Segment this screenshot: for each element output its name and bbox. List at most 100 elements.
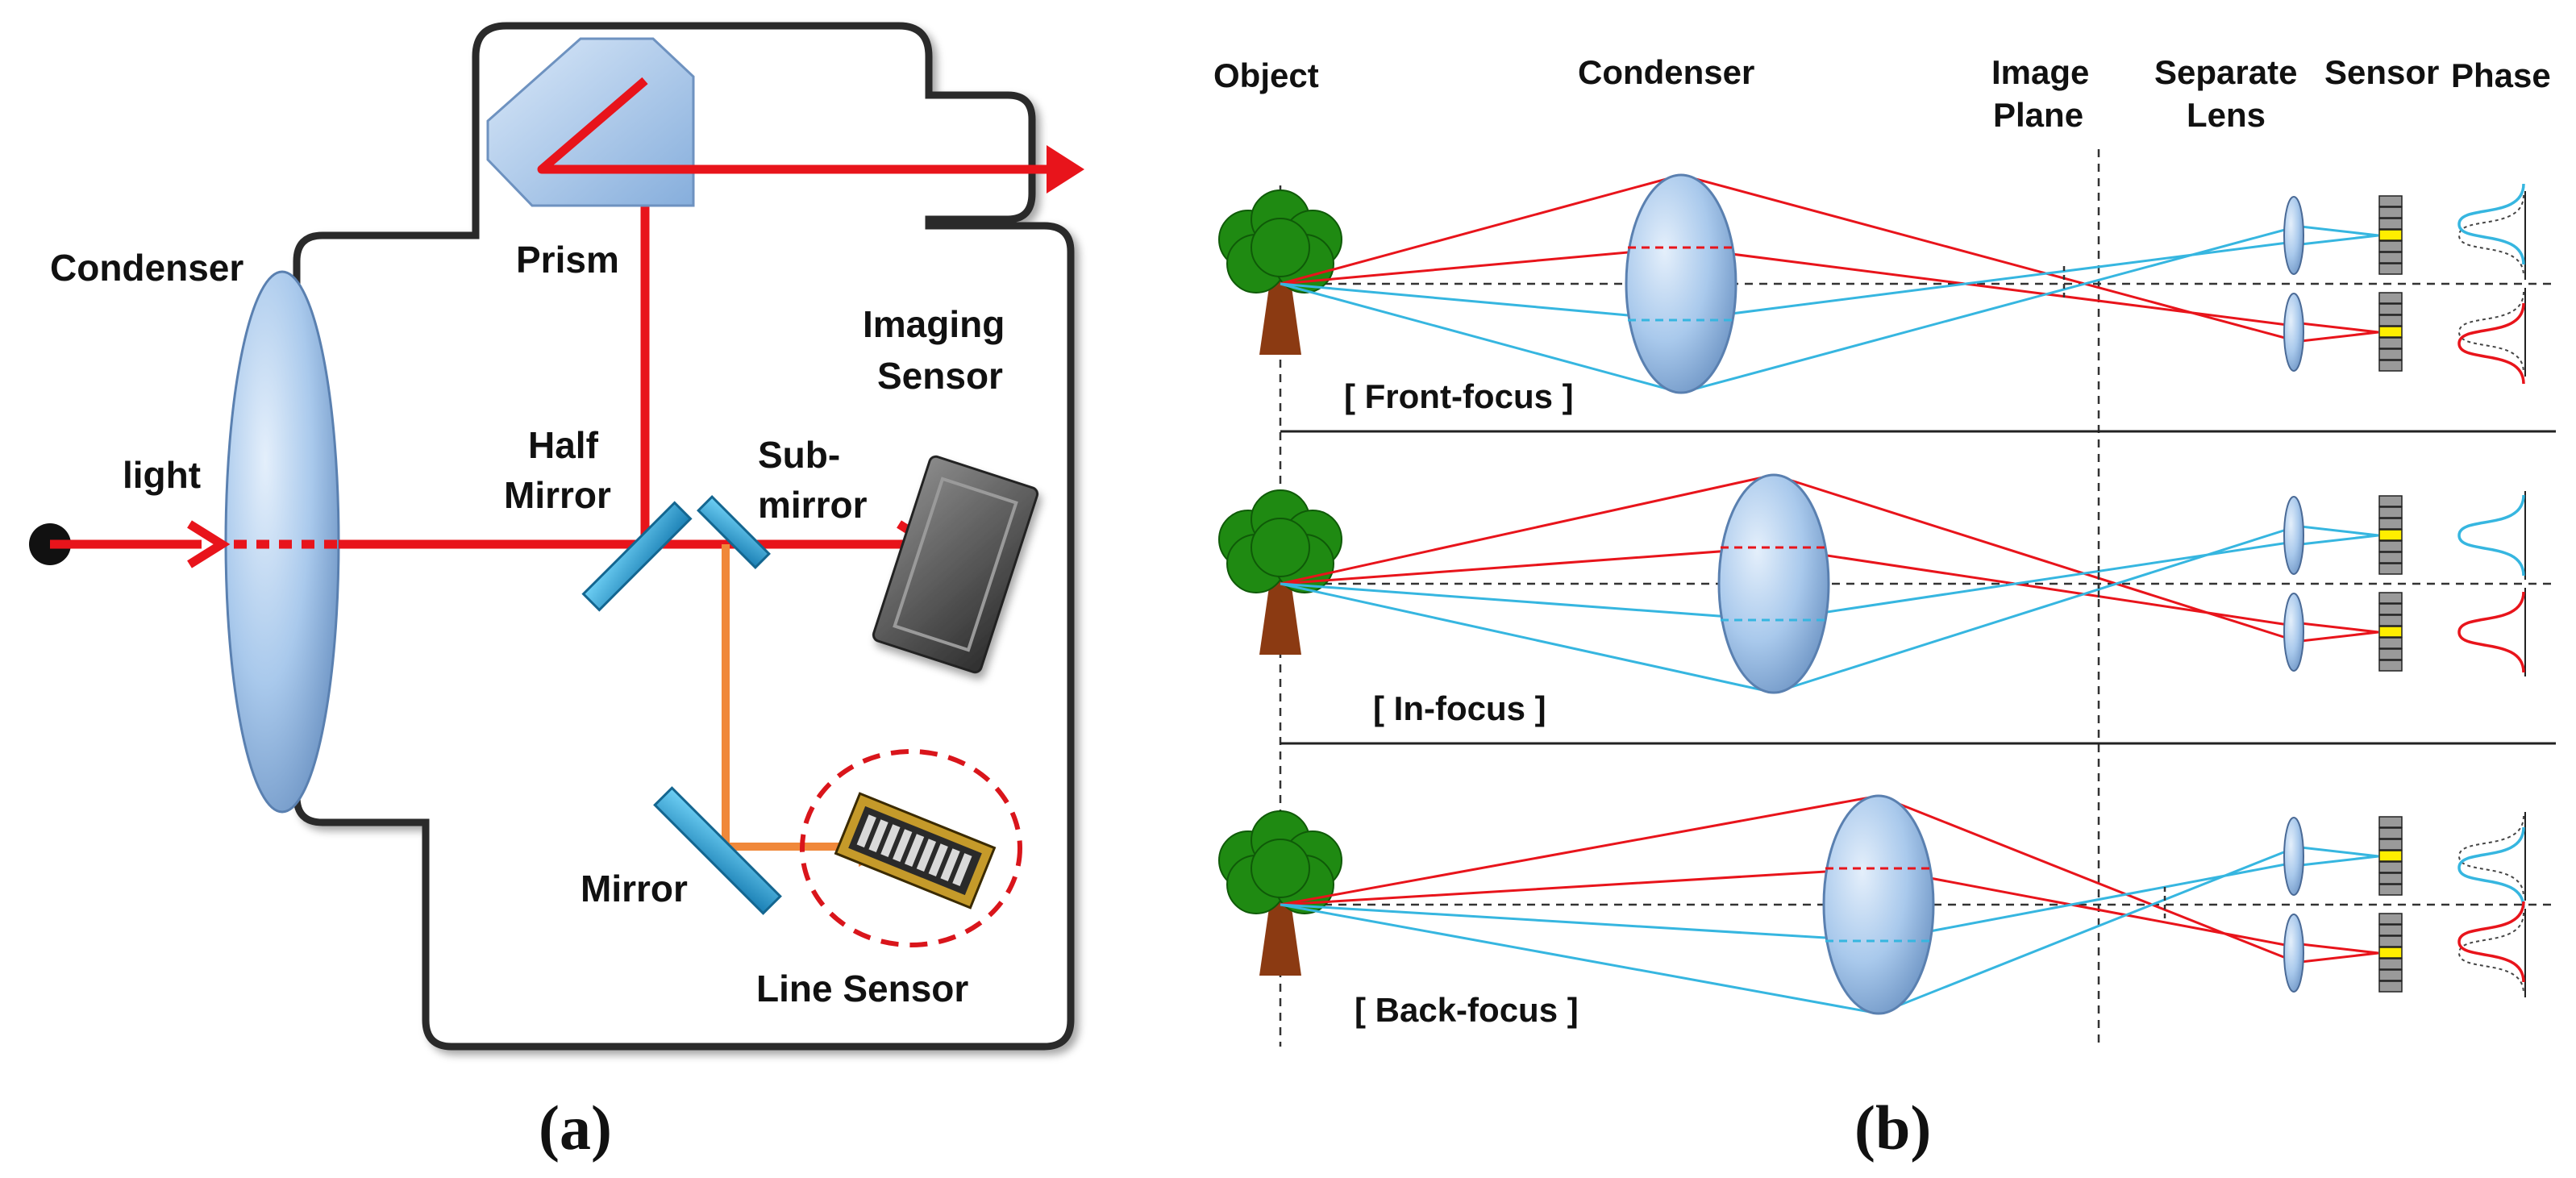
line-sensor-upper bbox=[2378, 816, 2403, 896]
focus-rows bbox=[1218, 173, 2556, 1015]
phase-reference-curve bbox=[2457, 912, 2524, 994]
ray-to-sensor bbox=[2293, 855, 2379, 868]
sensor-pixel bbox=[2378, 252, 2403, 264]
label-imaging-sensor-line2: Sensor bbox=[877, 355, 1003, 397]
ray-to-sensor bbox=[2293, 631, 2379, 643]
label-half-mirror-line1: Half bbox=[528, 424, 599, 466]
sensor-pixel bbox=[2378, 913, 2403, 925]
sensor-pixel bbox=[2378, 314, 2403, 327]
sensor-pixel bbox=[2378, 495, 2403, 507]
separate-lens-upper bbox=[2283, 196, 2304, 275]
label-half-mirror-line2: Mirror bbox=[504, 474, 611, 516]
ray-to-sensor bbox=[2293, 534, 2379, 547]
tree-crown-blob bbox=[1251, 518, 1310, 577]
sensor-pixel bbox=[2378, 969, 2403, 981]
ray-to-sensor bbox=[2293, 331, 2379, 343]
sensor-pixel-lit bbox=[2378, 947, 2403, 959]
sensor-pixel bbox=[2378, 592, 2403, 604]
phase-curve-lower bbox=[2457, 591, 2525, 673]
line-sensor-chip bbox=[834, 792, 997, 910]
sensor-pixel bbox=[2378, 218, 2403, 230]
panel-a: Condenser light Prism Imaging Sensor Hal… bbox=[29, 22, 1084, 1163]
line-sensor-highlight-circle bbox=[800, 749, 1022, 947]
ray-blue-mid bbox=[1280, 240, 2295, 322]
ray-red-top bbox=[1280, 173, 2295, 342]
caption-b: (b) bbox=[1854, 1093, 1931, 1163]
row-in-focus bbox=[1218, 473, 2556, 694]
header-image-plane-line1: Image bbox=[1991, 53, 2089, 91]
sensor-pixel bbox=[2378, 660, 2403, 672]
header-phase: Phase bbox=[2451, 56, 2551, 94]
phase-curve-lower bbox=[2457, 901, 2525, 983]
sensor-pixel bbox=[2378, 206, 2403, 219]
imaging-sensor bbox=[872, 455, 1039, 674]
sensor-pixel bbox=[2378, 240, 2403, 252]
ray-to-sensor bbox=[2293, 224, 2379, 237]
sensor-pixel bbox=[2378, 884, 2403, 896]
panel-b: Object Condenser Image Plane Separate Le… bbox=[1213, 53, 2556, 1163]
prism-internal-ray bbox=[537, 77, 693, 174]
label-light: light bbox=[123, 454, 201, 496]
sensor-pixel bbox=[2378, 648, 2403, 660]
ray-to-sensor bbox=[2293, 942, 2379, 955]
sensor-pixel bbox=[2378, 614, 2403, 626]
sensor-pixel bbox=[2378, 506, 2403, 518]
phase-curve-upper bbox=[2457, 494, 2525, 577]
ray-to-sensor bbox=[2293, 234, 2379, 247]
label-condenser: Condenser bbox=[50, 247, 243, 289]
row-label-back-focus: [ Back-focus ] bbox=[1355, 991, 1579, 1029]
tree-trunk bbox=[1259, 576, 1301, 655]
sensor-pixel bbox=[2378, 195, 2403, 207]
sub-mirror bbox=[697, 495, 771, 569]
tree-trunk bbox=[1259, 276, 1301, 355]
sensor-pixel-lit bbox=[2378, 626, 2403, 638]
sensor-pixel bbox=[2378, 540, 2403, 552]
sensor-pixel bbox=[2378, 360, 2403, 372]
row-back-focus bbox=[1218, 794, 2556, 1015]
sensor-pixel-lit bbox=[2378, 850, 2403, 862]
camera-body-outline bbox=[293, 22, 1075, 1051]
row-label-front-focus: [ Front-focus ] bbox=[1344, 377, 1574, 415]
label-imaging-sensor-line1: Imaging bbox=[863, 303, 1005, 345]
sensor-pixel-lit bbox=[2378, 529, 2403, 541]
ray-to-sensor bbox=[2293, 524, 2379, 537]
label-line-sensor: Line Sensor bbox=[756, 968, 968, 1009]
sensor-pixel bbox=[2378, 518, 2403, 530]
viewfinder-arrowhead bbox=[1047, 145, 1084, 194]
row-label-in-focus: [ In-focus ] bbox=[1373, 689, 1546, 727]
sensor-pixel bbox=[2378, 337, 2403, 349]
half-mirror bbox=[581, 501, 693, 612]
header-separate-lens-line2: Lens bbox=[2187, 96, 2266, 134]
condenser-lens bbox=[1822, 794, 1935, 1015]
ray-to-sensor bbox=[2293, 621, 2379, 634]
label-mirror: Mirror bbox=[581, 868, 688, 910]
sensor-pixel bbox=[2378, 958, 2403, 970]
light-ray-input-arrowhead bbox=[187, 520, 231, 568]
phase-curve-upper bbox=[2457, 826, 2525, 909]
sensor-pixel bbox=[2378, 637, 2403, 649]
header-separate-lens-line1: Separate bbox=[2154, 53, 2297, 91]
separate-lens-lower bbox=[2283, 914, 2304, 993]
sensor-pixel bbox=[2378, 935, 2403, 947]
line-sensor-lower bbox=[2378, 592, 2403, 672]
condenser-lens bbox=[1717, 473, 1830, 694]
sensor-pixel bbox=[2378, 861, 2403, 873]
line-sensor-lower bbox=[2378, 913, 2403, 993]
header-image-plane-line2: Plane bbox=[1993, 96, 2083, 134]
label-sub-mirror-line2: mirror bbox=[758, 484, 868, 526]
sensor-pixel bbox=[2378, 292, 2403, 304]
ray-to-sensor bbox=[2293, 321, 2379, 334]
sensor-pixel bbox=[2378, 816, 2403, 828]
phase-reference-curve bbox=[2457, 291, 2524, 373]
header-condenser: Condenser bbox=[1578, 53, 1754, 91]
sensor-pixel-lit bbox=[2378, 229, 2403, 241]
ray-to-sensor bbox=[2293, 845, 2379, 858]
line-sensor-upper bbox=[2378, 195, 2403, 275]
phase-curve-lower bbox=[2457, 302, 2525, 385]
separate-lens-upper bbox=[2283, 496, 2304, 575]
mirror bbox=[653, 786, 782, 915]
sensor-pixel bbox=[2378, 263, 2403, 275]
ray-blue-bottom bbox=[1280, 226, 2295, 394]
separate-lens-lower bbox=[2283, 293, 2304, 372]
